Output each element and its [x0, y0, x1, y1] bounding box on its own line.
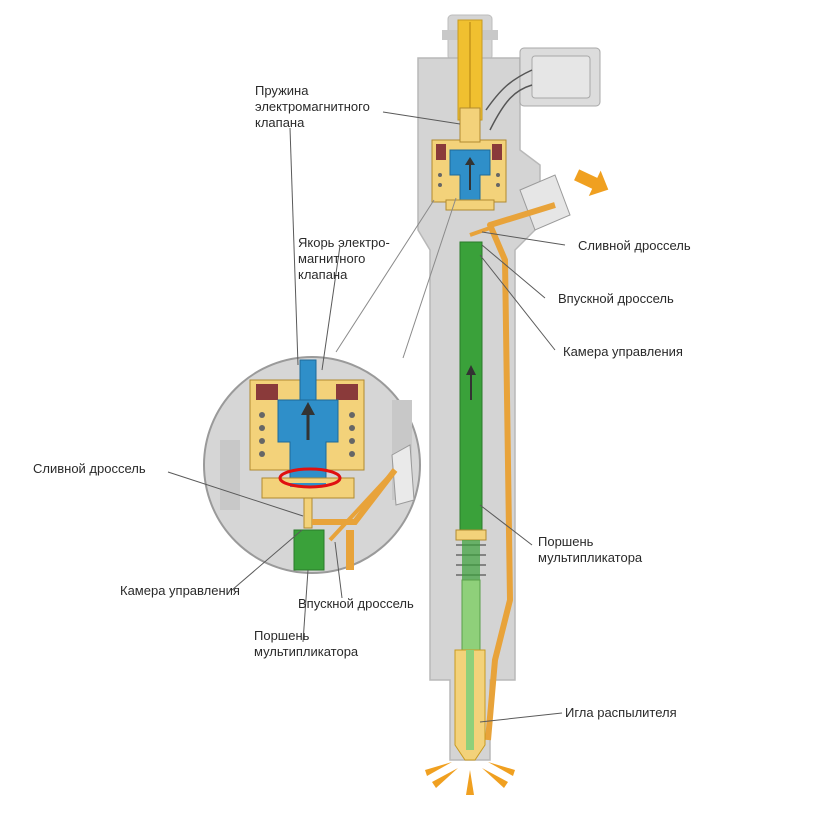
spray-arrows	[425, 762, 515, 795]
detail-callout	[203, 356, 421, 574]
nozzle-needle	[454, 649, 486, 761]
label-control-chamber-right: Камера управления	[563, 344, 683, 359]
label-booster-piston-right: Поршень мультипликатора	[538, 534, 643, 565]
label-solenoid-armature: Якорь электро- магнитного клапана	[298, 235, 390, 282]
label-control-chamber-left: Камера управления	[120, 583, 240, 598]
label-inlet-throttle-right: Впускной дроссель	[558, 291, 674, 306]
label-drain-throttle-right: Сливной дроссель	[578, 238, 691, 253]
highlight-marker	[278, 467, 342, 489]
booster-piston	[455, 241, 487, 671]
label-solenoid-spring: Пружина электромагнитного клапана	[255, 83, 370, 130]
fuel-inlet-arrow	[574, 169, 609, 196]
label-nozzle-needle: Игла распылителя	[565, 705, 677, 720]
label-drain-throttle-left: Сливной дроссель	[33, 461, 146, 476]
label-inlet-throttle-left: Впускной дроссель	[298, 596, 414, 611]
solenoid-valve-top	[431, 107, 507, 211]
leader-lines	[167, 111, 566, 723]
label-booster-piston-left: Поршень мультипликатора	[254, 628, 359, 659]
